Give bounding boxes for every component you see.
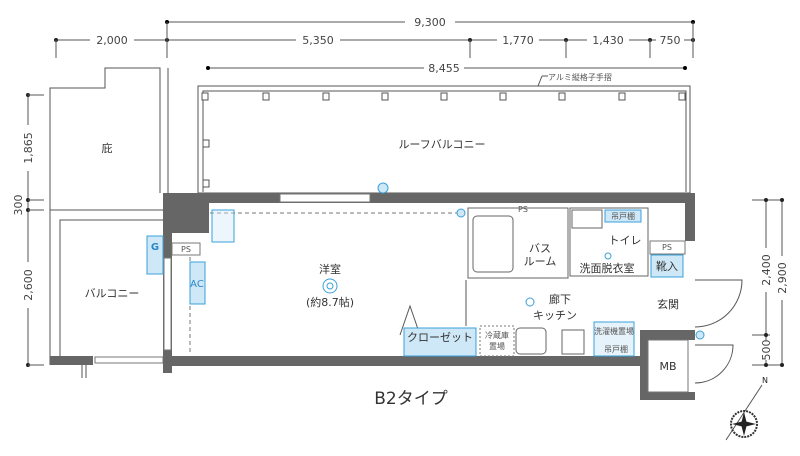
washer-label: 洗濯機置場: [594, 326, 634, 336]
fridge-label-1: 冷蔵庫: [485, 330, 509, 340]
washroom-label: 洗面脱衣室: [580, 261, 635, 275]
washbasin-icon: [571, 209, 603, 229]
closet-label: クローゼット: [407, 331, 473, 344]
intercom-icon: [695, 330, 705, 340]
dim-right: 2,400: [760, 254, 773, 286]
dim-right-total: 2,900: [776, 262, 789, 294]
north-label: N: [762, 376, 768, 385]
balcony: バルコニー: [50, 219, 164, 378]
railing-post: [381, 92, 389, 101]
railing-post: [440, 92, 448, 101]
wall-cabinet-label: 吊戸棚: [604, 344, 628, 354]
ps-label: PS: [181, 245, 191, 254]
meter-box-label: MB: [659, 360, 676, 373]
entrance-label: 玄関: [657, 297, 679, 311]
railing-post: [322, 92, 330, 101]
railing-post: [678, 92, 686, 101]
gas-meter-icon: [146, 235, 164, 275]
gas-label: G: [151, 242, 159, 253]
western-room-size: (約8.7帖): [306, 295, 354, 309]
railing-post: [618, 92, 626, 101]
roof-balcony: ルーフバルコニー: [197, 85, 691, 194]
stove-icon: [561, 329, 585, 355]
washer-space: [593, 321, 635, 357]
top-dimensions: 9,300 2,000 5,350 1,770 1,430 750 8,455 …: [54, 14, 695, 87]
dim-segment: 5,350: [302, 34, 334, 47]
western-room: PS 洋室 (約8.7帖) AC G: [146, 182, 466, 355]
railing-post: [499, 92, 507, 101]
outlet-icon: [211, 209, 235, 243]
shoe-box-label: 靴入: [656, 259, 678, 273]
balcony-label: バルコニー: [85, 287, 140, 300]
ceiling-light-icon: [322, 278, 338, 294]
mb-door[interactable]: [694, 344, 734, 384]
walls: [163, 193, 695, 400]
railing-label: アルミ縦格子手摺: [548, 72, 612, 82]
aircon-icon: [189, 261, 206, 305]
dim-right: 500: [760, 340, 773, 361]
dim-total-width: 9,300: [414, 16, 446, 29]
bathtub-icon: [472, 215, 514, 273]
shoe-box: [650, 254, 684, 278]
dim-segment: 1,430: [592, 34, 624, 47]
compass-icon: N: [725, 376, 768, 441]
railing-post: [202, 139, 210, 148]
corridor-label: 廊下: [549, 292, 571, 306]
eaves-label: 庇: [102, 141, 113, 155]
eaves-area: 庇: [49, 67, 169, 365]
railing-post: [262, 92, 270, 101]
roof-balcony-label: ルーフバルコニー: [398, 138, 485, 151]
fridge-label-2: 置場: [489, 341, 505, 351]
ps-label: PS: [518, 205, 528, 214]
entrance-area: PS 靴入 玄関 MB: [647, 240, 743, 393]
dim-railing: 8,455: [428, 62, 460, 75]
dim-segment: 750: [660, 34, 681, 47]
plan-type-title: B2タイプ: [374, 389, 447, 409]
bath-label-1: バス: [529, 242, 551, 255]
dim-left: 2,600: [22, 269, 35, 301]
kitchen-area: 廊下 キッチン クローゼット 冷蔵庫 置場 洗濯機置場 吊戸棚: [403, 280, 635, 357]
railing-post: [202, 179, 210, 188]
aircon-label: AC: [190, 279, 204, 290]
right-dimensions: 2,400 500 2,900: [752, 198, 789, 367]
ps-label: PS: [662, 243, 672, 252]
outdoor-faucet-icon: [377, 182, 389, 194]
outlet-icon: [456, 208, 466, 218]
entrance-door[interactable]: [694, 279, 743, 328]
kitchen-label: キッチン: [533, 309, 577, 322]
dim-left: 1,865: [22, 132, 35, 164]
closet[interactable]: [403, 327, 477, 357]
railing-post: [201, 92, 209, 101]
toilet-label: トイレ: [609, 234, 642, 247]
dim-segment: 1,770: [502, 34, 534, 47]
western-room-label: 洋室: [319, 262, 341, 276]
left-dimensions: 1,865 300 2,600: [12, 93, 44, 367]
bath-label-2: ルーム: [524, 255, 557, 268]
railing-post: [558, 92, 566, 101]
dim-segment: 2,000: [96, 34, 128, 47]
wall-cabinet-label: 吊戸棚: [611, 211, 635, 221]
sink-icon: [515, 327, 547, 355]
bath-area: PS バス ルーム 吊戸棚 トイレ 洗面脱衣室: [467, 205, 649, 279]
dim-left: 300: [12, 195, 25, 216]
closet-door-icon: [399, 304, 421, 336]
